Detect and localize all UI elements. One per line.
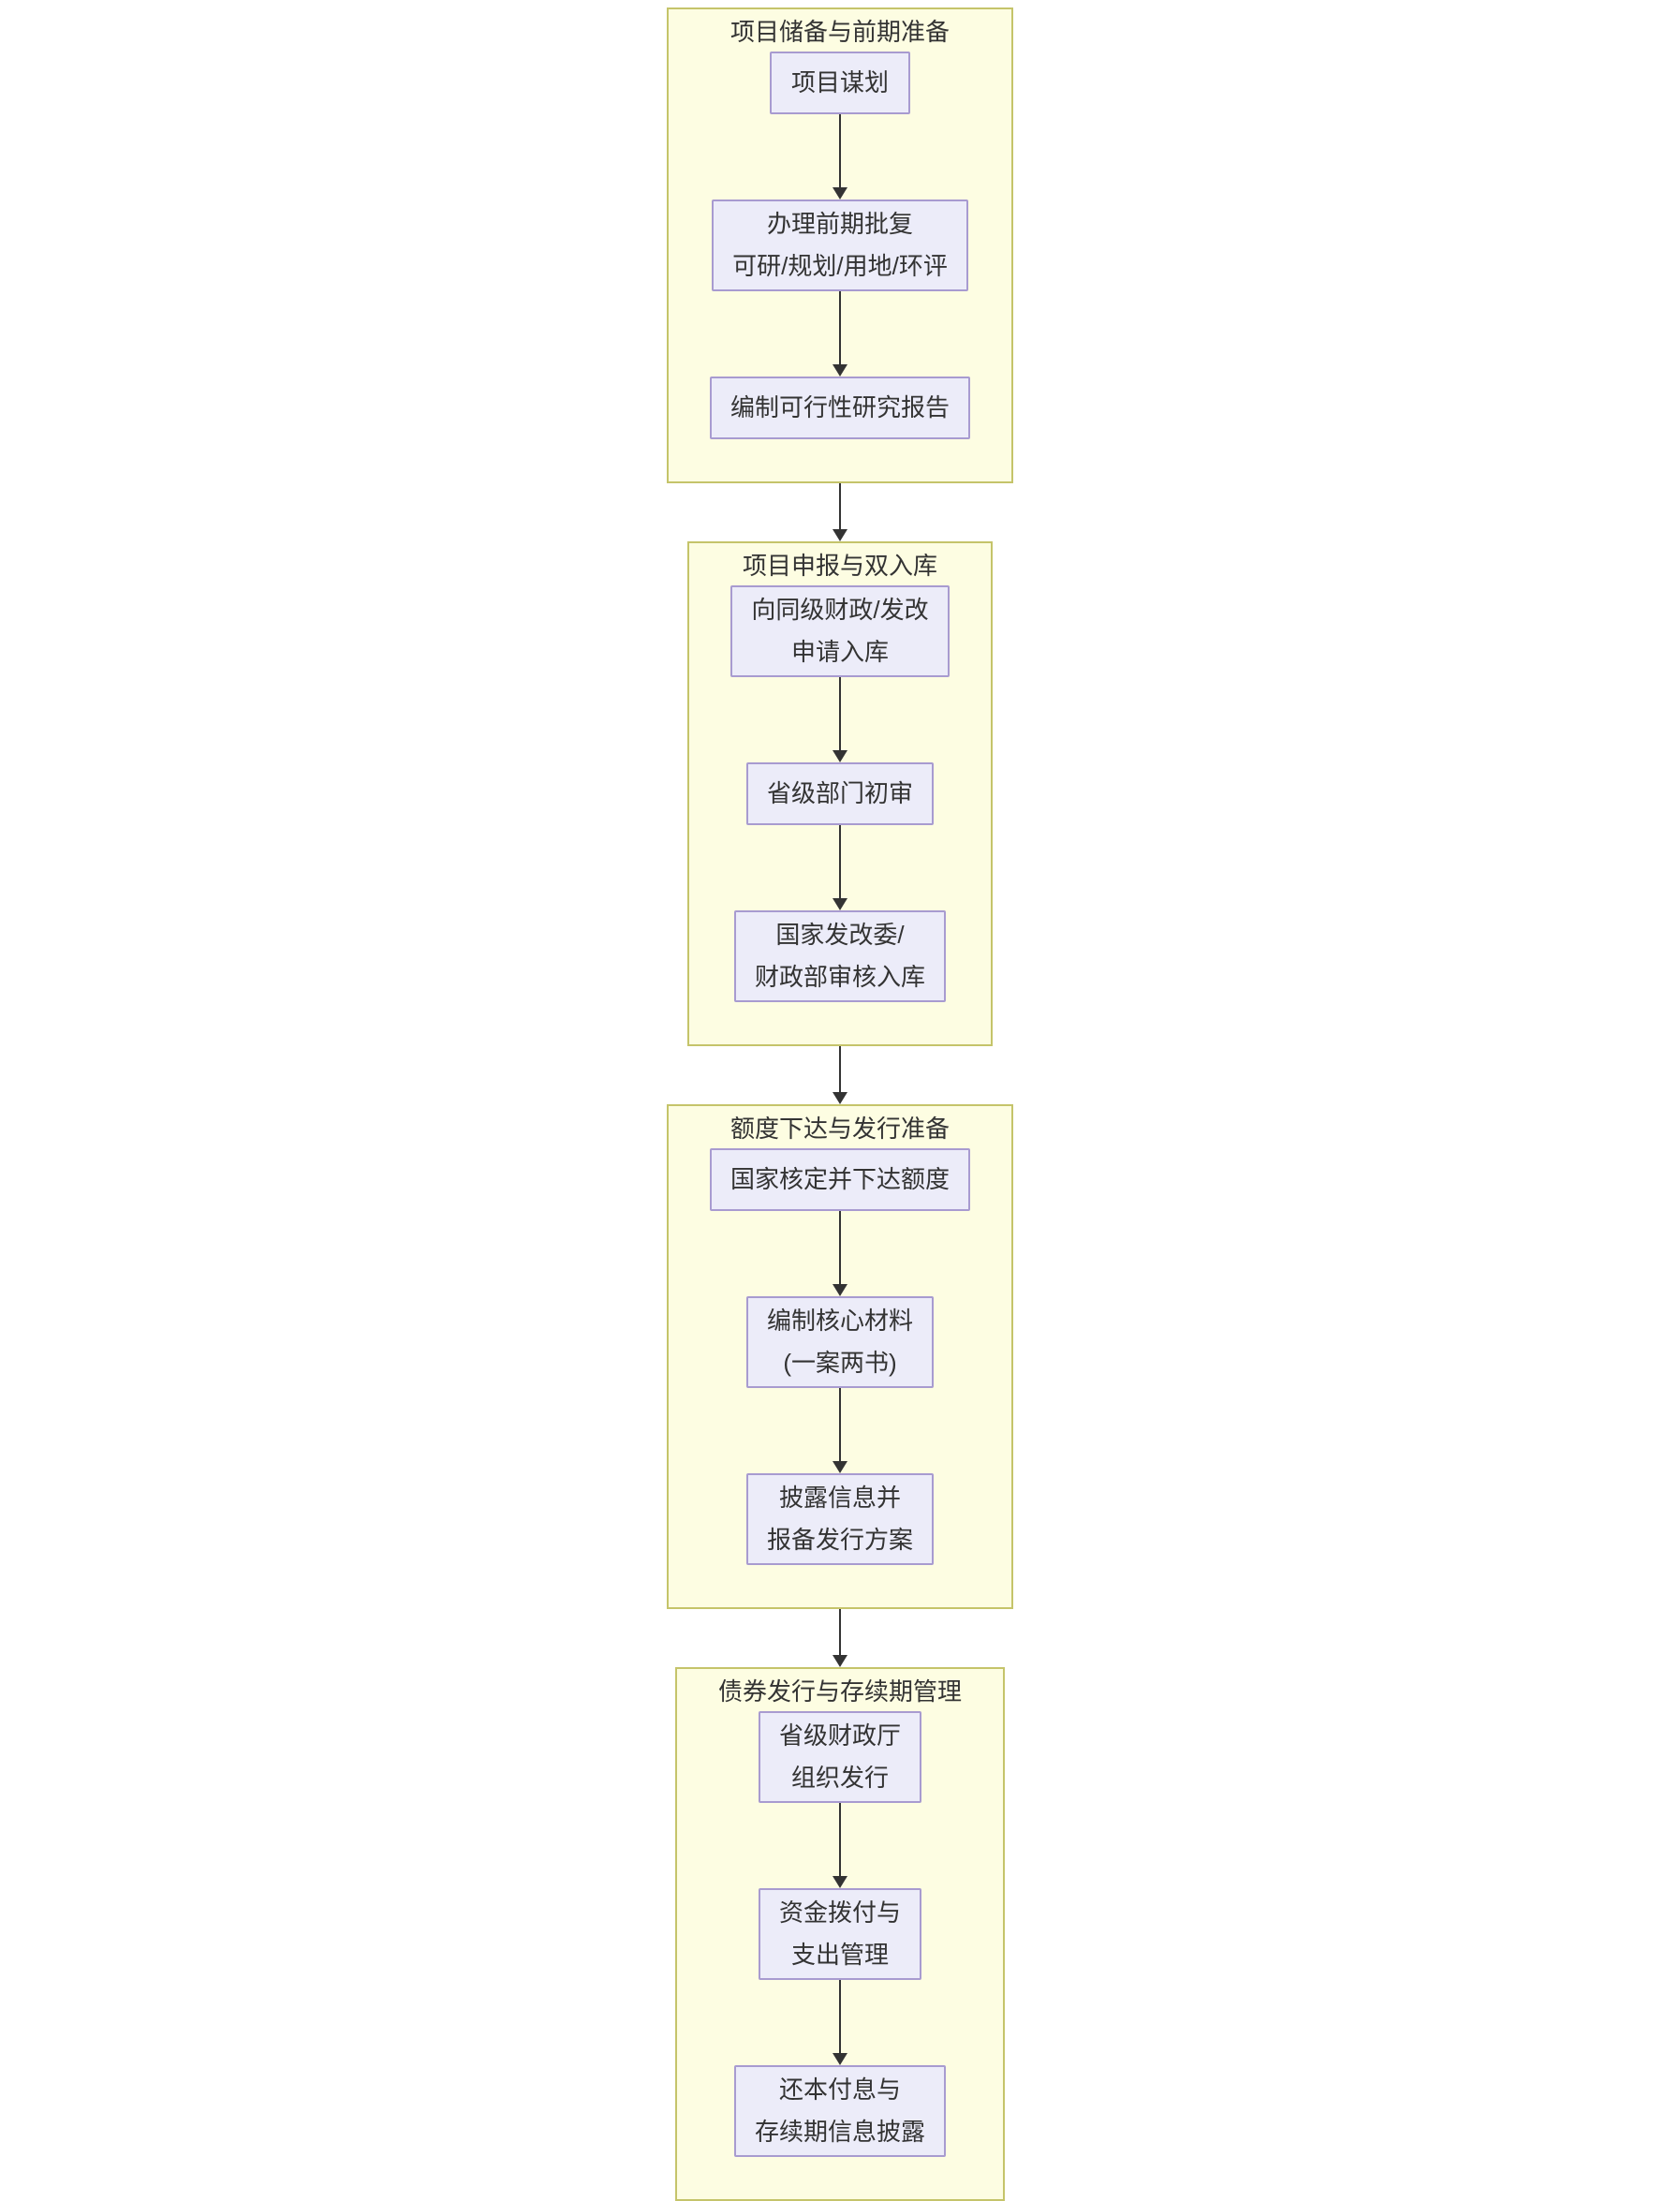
flow-arrow	[832, 1388, 847, 1473]
node-fund-allocation-expenditure: 资金拨付与 支出管理	[758, 1888, 921, 1980]
arrow-line	[839, 483, 841, 529]
group-project-preparation: 项目储备与前期准备 项目谋划 办理前期批复 可研/规划/用地/环评 编制可行性研…	[666, 7, 1013, 483]
arrow-line	[838, 825, 841, 898]
group-project-application: 项目申报与双入库 向同级财政/发改 申请入库 省级部门初审 国家发改委/ 财政部…	[687, 541, 993, 1046]
node-provincial-preliminary-review: 省级部门初审	[745, 762, 934, 825]
flow-arrow-group-3-to-4	[833, 1609, 847, 1667]
arrow-line	[838, 1803, 841, 1876]
node-national-review-warehousing: 国家发改委/ 财政部审核入库	[733, 910, 946, 1002]
flow-arrow	[832, 114, 847, 199]
arrow-down-icon	[833, 1092, 847, 1104]
node-apply-for-warehousing: 向同级财政/发改 申请入库	[730, 585, 950, 677]
node-provincial-finance-organize-issuance: 省级财政厅 组织发行	[758, 1711, 921, 1803]
arrow-down-icon	[832, 1284, 847, 1296]
arrow-line	[839, 1609, 841, 1655]
node-disclosure-filing: 披露信息并 报备发行方案	[745, 1473, 934, 1565]
group-project-application-title: 项目申报与双入库	[742, 552, 937, 580]
arrow-line	[838, 677, 841, 750]
group-quota-issuance-preparation: 额度下达与发行准备 国家核定并下达额度 编制核心材料 (一案两书) 披露信息并 …	[666, 1104, 1013, 1609]
arrow-line	[838, 1388, 841, 1461]
flow-arrow	[832, 825, 847, 910]
node-feasibility-report: 编制可行性研究报告	[709, 377, 970, 439]
arrow-down-icon	[832, 187, 847, 199]
group-bond-issuance-management: 债券发行与存续期管理 省级财政厅 组织发行 资金拨付与 支出管理 还本付息与 存…	[674, 1667, 1005, 2201]
node-core-materials: 编制核心材料 (一案两书)	[745, 1296, 934, 1388]
flow-arrow	[832, 1803, 847, 1888]
flow-arrow	[832, 291, 847, 377]
arrow-down-icon	[832, 898, 847, 910]
flow-arrow-group-2-to-3	[833, 1046, 847, 1104]
group-quota-issuance-preparation-title: 额度下达与发行准备	[729, 1115, 950, 1143]
arrow-down-icon	[832, 1876, 847, 1888]
arrow-line	[838, 1980, 841, 2053]
group-project-preparation-title: 项目储备与前期准备	[729, 18, 950, 46]
arrow-line	[838, 1211, 841, 1284]
arrow-down-icon	[833, 529, 847, 541]
arrow-down-icon	[832, 2053, 847, 2065]
arrow-line	[838, 114, 841, 187]
node-project-planning: 项目谋划	[769, 52, 910, 114]
arrow-down-icon	[832, 750, 847, 762]
arrow-line	[838, 291, 841, 364]
group-bond-issuance-management-title: 债券发行与存续期管理	[717, 1677, 962, 1706]
flow-arrow-group-1-to-2	[833, 483, 847, 541]
arrow-down-icon	[833, 1655, 847, 1667]
node-quota-approved-issued: 国家核定并下达额度	[709, 1148, 970, 1211]
arrow-line	[839, 1046, 841, 1092]
arrow-down-icon	[832, 1461, 847, 1473]
flow-arrow	[832, 677, 847, 762]
node-preliminary-approvals: 办理前期批复 可研/规划/用地/环评	[712, 199, 968, 291]
flow-arrow	[832, 1211, 847, 1296]
node-repayment-ongoing-disclosure: 还本付息与 存续期信息披露	[733, 2065, 946, 2157]
flow-arrow	[832, 1980, 847, 2065]
arrow-down-icon	[832, 364, 847, 377]
